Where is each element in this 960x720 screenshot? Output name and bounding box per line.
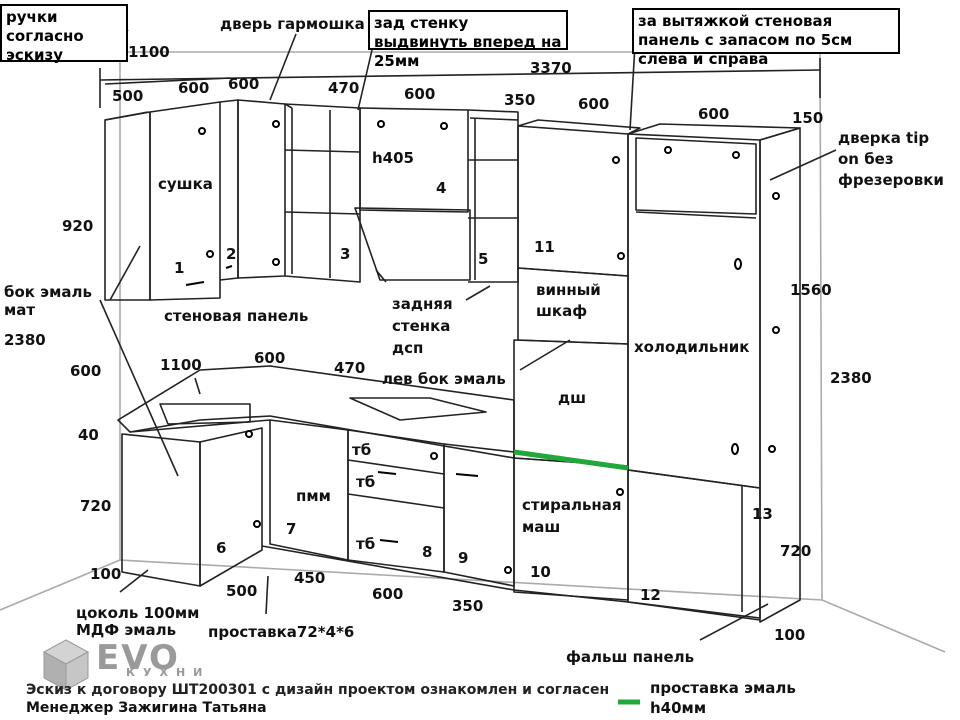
dim-1560: 1560 xyxy=(790,281,832,299)
note-handles: ручки согласно эскизу xyxy=(0,4,128,64)
dim-470-mid: 470 xyxy=(334,359,366,377)
part-number-4: 4 xyxy=(436,179,447,197)
label-spacer-enamel: проставка эмаль h40мм xyxy=(650,679,796,717)
part-number-3: 3 xyxy=(340,245,351,263)
label-h405: h405 xyxy=(372,149,414,167)
dim-150: 150 xyxy=(792,109,824,127)
label-oven: дш xyxy=(558,389,587,407)
dim-100-left: 100 xyxy=(90,565,122,583)
logo-subtext: КУХНИ xyxy=(126,666,211,679)
dim-100-right: 100 xyxy=(774,626,806,644)
label-fridge: холодильник xyxy=(634,338,750,356)
tall-side-panel xyxy=(759,127,801,623)
part-number-6: 6 xyxy=(216,539,227,557)
label-dryer: сушка xyxy=(158,175,213,193)
part-number-11: 11 xyxy=(534,238,555,256)
label-tb-1: тб xyxy=(352,441,372,459)
fridge-column xyxy=(627,133,761,489)
label-left-side-enamel: лев бок эмаль xyxy=(382,370,506,388)
hood-flap xyxy=(354,207,471,281)
label-washing-machine: стиральная маш xyxy=(522,496,622,536)
part-number-10: 10 xyxy=(530,563,551,581)
part-number-1: 1 xyxy=(174,259,185,277)
hob xyxy=(349,397,487,421)
dim-2380-right: 2380 xyxy=(830,369,872,387)
label-dishwasher: пмм xyxy=(296,487,331,505)
dim-450-bottom: 450 xyxy=(294,569,326,587)
dim-600-mid: 600 xyxy=(254,349,286,367)
dim-600-a: 600 xyxy=(178,79,210,97)
dim-920: 920 xyxy=(62,217,94,235)
dim-1100-mid: 1100 xyxy=(160,356,202,374)
dim-500-bottom: 500 xyxy=(226,582,258,600)
label-door-tip-on: дверка tip on без фрезеровки xyxy=(838,129,944,189)
label-side-matte: бок эмаль мат xyxy=(4,283,92,319)
note-back-wall: зад стенку выдвинуть вперед на 25мм xyxy=(368,10,568,70)
dim-500: 500 xyxy=(112,87,144,105)
label-accordion-door: дверь гармошка xyxy=(220,15,365,33)
dim-600-b: 600 xyxy=(228,75,260,93)
base-cabinet-6 xyxy=(199,427,263,587)
footer-agreement: Эскиз к договору ШТ200301 с дизайн проек… xyxy=(26,682,610,698)
dim-350-bottom: 350 xyxy=(452,597,484,615)
part-number-9: 9 xyxy=(458,549,469,567)
label-false-panel: фальш панель xyxy=(566,648,695,666)
evo-logo-icon xyxy=(42,639,90,691)
label-back-panel: задняя стенка дсп xyxy=(392,295,453,357)
label-tb-3: тб xyxy=(356,535,376,553)
dim-470-top: 470 xyxy=(328,79,360,97)
upper-cabinet-side xyxy=(104,111,151,301)
label-wine-cabinet: винный шкаф xyxy=(536,281,601,320)
footer-manager: Менеджер Зажигина Татьяна xyxy=(26,700,267,716)
sink xyxy=(159,403,251,425)
label-plinth: цоколь 100мм МДФ эмаль xyxy=(76,604,200,639)
room-floor-line xyxy=(0,559,946,653)
part-number-5: 5 xyxy=(478,250,489,268)
hood-cabinet-4 xyxy=(359,107,469,213)
dim-720-left: 720 xyxy=(80,497,112,515)
base-cabinet-9 xyxy=(443,443,515,587)
dim-3370: 3370 xyxy=(530,59,572,77)
dim-600-e: 600 xyxy=(698,105,730,123)
part-number-13: 13 xyxy=(752,505,773,523)
part-number-2: 2 xyxy=(226,245,237,263)
dim-40: 40 xyxy=(78,426,99,444)
handle-markers xyxy=(185,120,780,574)
label-spacer: проставка72*4*6 xyxy=(208,623,355,641)
part-number-7: 7 xyxy=(286,520,297,538)
label-tb-2: тб xyxy=(356,473,376,491)
logo-text: EVO xyxy=(96,638,180,678)
part-number-8: 8 xyxy=(422,543,433,561)
label-wall-panel: стеновая панель xyxy=(164,307,309,325)
dim-600-c: 600 xyxy=(404,85,436,103)
dim-600-bottom: 600 xyxy=(372,585,404,603)
dim-350-top: 350 xyxy=(504,91,536,109)
dim-720-right: 720 xyxy=(780,542,812,560)
note-hood-panel: за вытяжкой стеновая панель с запасом по… xyxy=(632,8,900,68)
dim-2380-left: 2380 xyxy=(4,331,46,349)
dim-600-d: 600 xyxy=(578,95,610,113)
upper-cabinet-1 xyxy=(149,101,221,301)
spacer-enamel-line xyxy=(513,449,629,471)
dim-600-left: 600 xyxy=(70,362,102,380)
dim-1100-top: 1100 xyxy=(128,43,170,61)
part-number-12: 12 xyxy=(640,586,661,604)
